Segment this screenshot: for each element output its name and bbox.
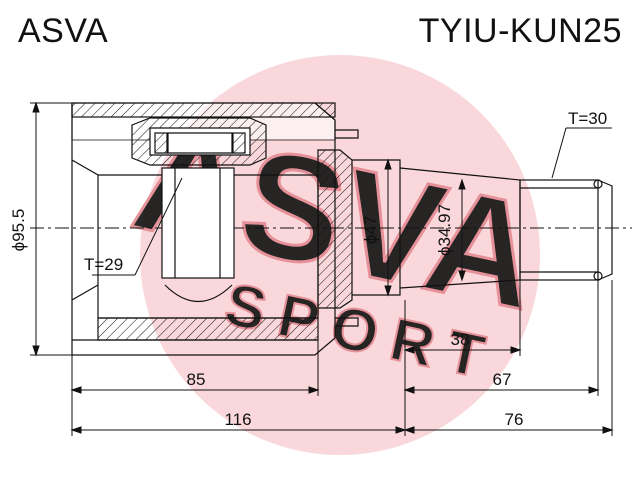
label-stub-length: 67 bbox=[493, 370, 512, 389]
spline-stub bbox=[519, 179, 613, 281]
label-spline-length: 38 bbox=[451, 330, 470, 349]
dim-overall-stub bbox=[403, 426, 614, 434]
label-shaft-diameter: ϕ47 bbox=[361, 216, 380, 244]
dim-housing-length bbox=[70, 386, 320, 394]
dim-spline-length bbox=[403, 346, 522, 354]
label-stub-diameter: ϕ34.97 bbox=[435, 204, 454, 256]
part-number: TYIU-KUN25 bbox=[418, 12, 622, 50]
brand-title: ASVA bbox=[18, 12, 109, 50]
dim-overall-housing bbox=[70, 426, 407, 434]
label-outer-spline-teeth: T=30 bbox=[568, 109, 607, 128]
label-inner-spline-teeth: T=29 bbox=[84, 255, 123, 274]
dim-stub-diameter bbox=[458, 178, 466, 282]
label-overall-stub: 76 bbox=[505, 410, 524, 429]
leader-inner-spline bbox=[92, 177, 183, 276]
extension-lines bbox=[71, 280, 613, 436]
dim-outer-diameter bbox=[30, 101, 72, 357]
tripod-assembly bbox=[131, 117, 267, 303]
dim-shaft-diameter bbox=[384, 158, 392, 297]
leader-outer-spline bbox=[551, 127, 612, 179]
label-outer-diameter: ϕ95.5 bbox=[9, 209, 28, 252]
label-overall-housing: 116 bbox=[224, 410, 251, 429]
label-housing-length: 85 bbox=[187, 370, 206, 389]
dim-stub-length bbox=[403, 386, 600, 394]
